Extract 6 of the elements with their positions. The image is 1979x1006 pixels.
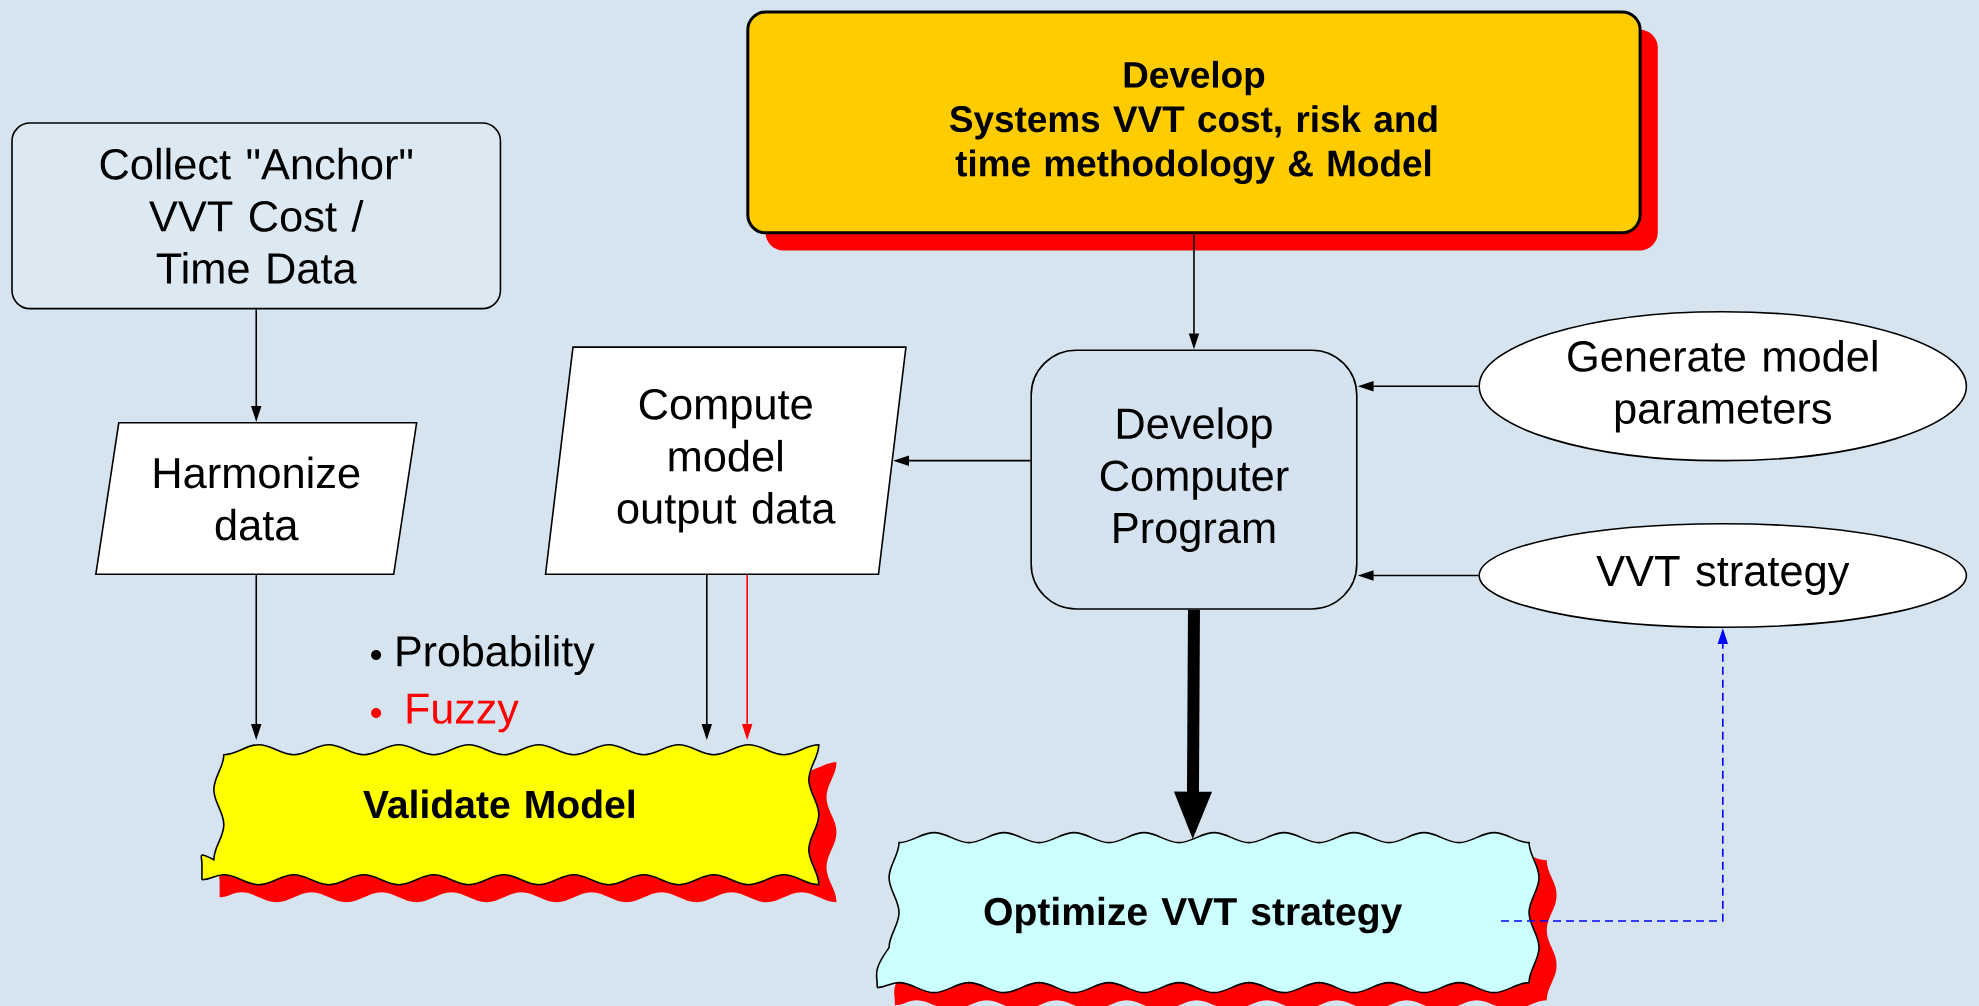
bullet-item: Fuzzy (371, 693, 519, 733)
process-box: Develop Computer Program (1030, 349, 1358, 610)
process-box: Develop Systems VVT cost, risk and time methodology & Model (746, 10, 1658, 251)
data-parallelogram: Compute model output data (544, 346, 907, 576)
process-box: Collect "Anchor" VVT Cost / Time Data (11, 122, 502, 310)
bullet-item: Probability (371, 635, 595, 676)
